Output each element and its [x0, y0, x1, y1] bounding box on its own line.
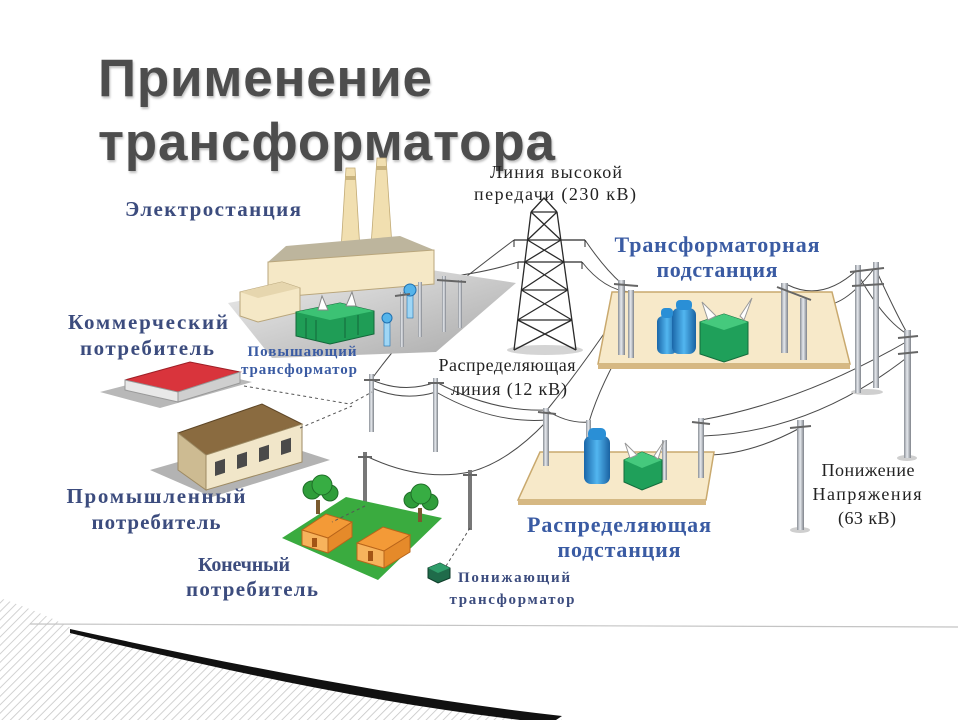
- step-down-transformer-unit: [427, 562, 451, 584]
- distribution-poles: [358, 374, 477, 530]
- slide-title-line-2: трансформатора: [98, 113, 556, 172]
- distribution-blue-transformer: [584, 428, 610, 484]
- service-connections: [243, 385, 471, 567]
- window: [259, 444, 269, 462]
- house: [300, 513, 354, 554]
- high-voltage-poles: [789, 262, 919, 533]
- distribution-substation: [516, 408, 715, 505]
- label-transformer-substation-1: Трансформаторная: [615, 232, 820, 257]
- residential-area: [282, 474, 451, 584]
- label-end-consumer-1: Конечный: [198, 554, 290, 576]
- chimney-left: [340, 167, 361, 251]
- label-commercial-consumer-2: потребитель: [80, 336, 214, 360]
- label-distribution-line-1: Распределяющая: [439, 355, 576, 375]
- substation-blue-transformer: [657, 300, 696, 354]
- label-step-up-transformer-2: трансформатор: [241, 362, 357, 378]
- diagram-labels: Электростанция Линия высокой передачи (2…: [67, 162, 922, 608]
- label-distribution-line-2: линия (12 кВ): [451, 379, 567, 400]
- label-voltage-reduction-2: Напряжения: [813, 484, 922, 504]
- footer-divider: [29, 623, 959, 628]
- commercial-building: [100, 361, 252, 408]
- label-high-voltage-line-2: передачи (230 кВ): [474, 184, 636, 205]
- distribution-green-transformer: [623, 440, 665, 491]
- industrial-building: [150, 403, 330, 497]
- label-distribution-substation-2: подстанция: [558, 537, 681, 562]
- black-swoosh: [70, 629, 562, 720]
- power-plant-illustration: [228, 157, 516, 358]
- label-step-down-transformer-1: Понижающий: [458, 570, 570, 586]
- tree: [403, 483, 439, 522]
- label-step-up-transformer-1: Повышающий: [248, 344, 357, 360]
- plant-poles: [394, 276, 467, 347]
- label-voltage-reduction-1: Понижение: [822, 460, 915, 480]
- step-up-transformer-unit: [295, 290, 375, 345]
- label-distribution-substation-1: Распределяющая: [527, 512, 711, 537]
- transformer-substation: [597, 280, 851, 369]
- substation-green-transformer: [699, 297, 753, 363]
- window: [237, 451, 247, 469]
- label-industrial-consumer-2: потребитель: [92, 510, 221, 534]
- window: [215, 458, 225, 476]
- plant-roof: [268, 236, 434, 262]
- label-commercial-consumer-1: Коммерческий: [68, 310, 228, 334]
- label-step-down-transformer-2: трансформатор: [450, 592, 575, 608]
- window: [281, 437, 291, 455]
- label-transformer-substation-2: подстанция: [657, 257, 778, 282]
- label-power-plant: Электростанция: [125, 197, 301, 221]
- slide-title-line-1: Применение: [98, 49, 432, 108]
- slide-decoration: [0, 598, 959, 720]
- label-high-voltage-line-1: Линия высокой: [490, 162, 622, 182]
- label-voltage-reduction-3: (63 кВ): [838, 508, 896, 529]
- hatched-swoosh: [0, 598, 562, 720]
- label-industrial-consumer-1: Промышленный: [67, 484, 246, 508]
- house: [355, 526, 412, 569]
- transmission-tower: [507, 197, 586, 355]
- tree: [302, 474, 339, 514]
- label-end-consumer-2: потребитель: [186, 577, 318, 601]
